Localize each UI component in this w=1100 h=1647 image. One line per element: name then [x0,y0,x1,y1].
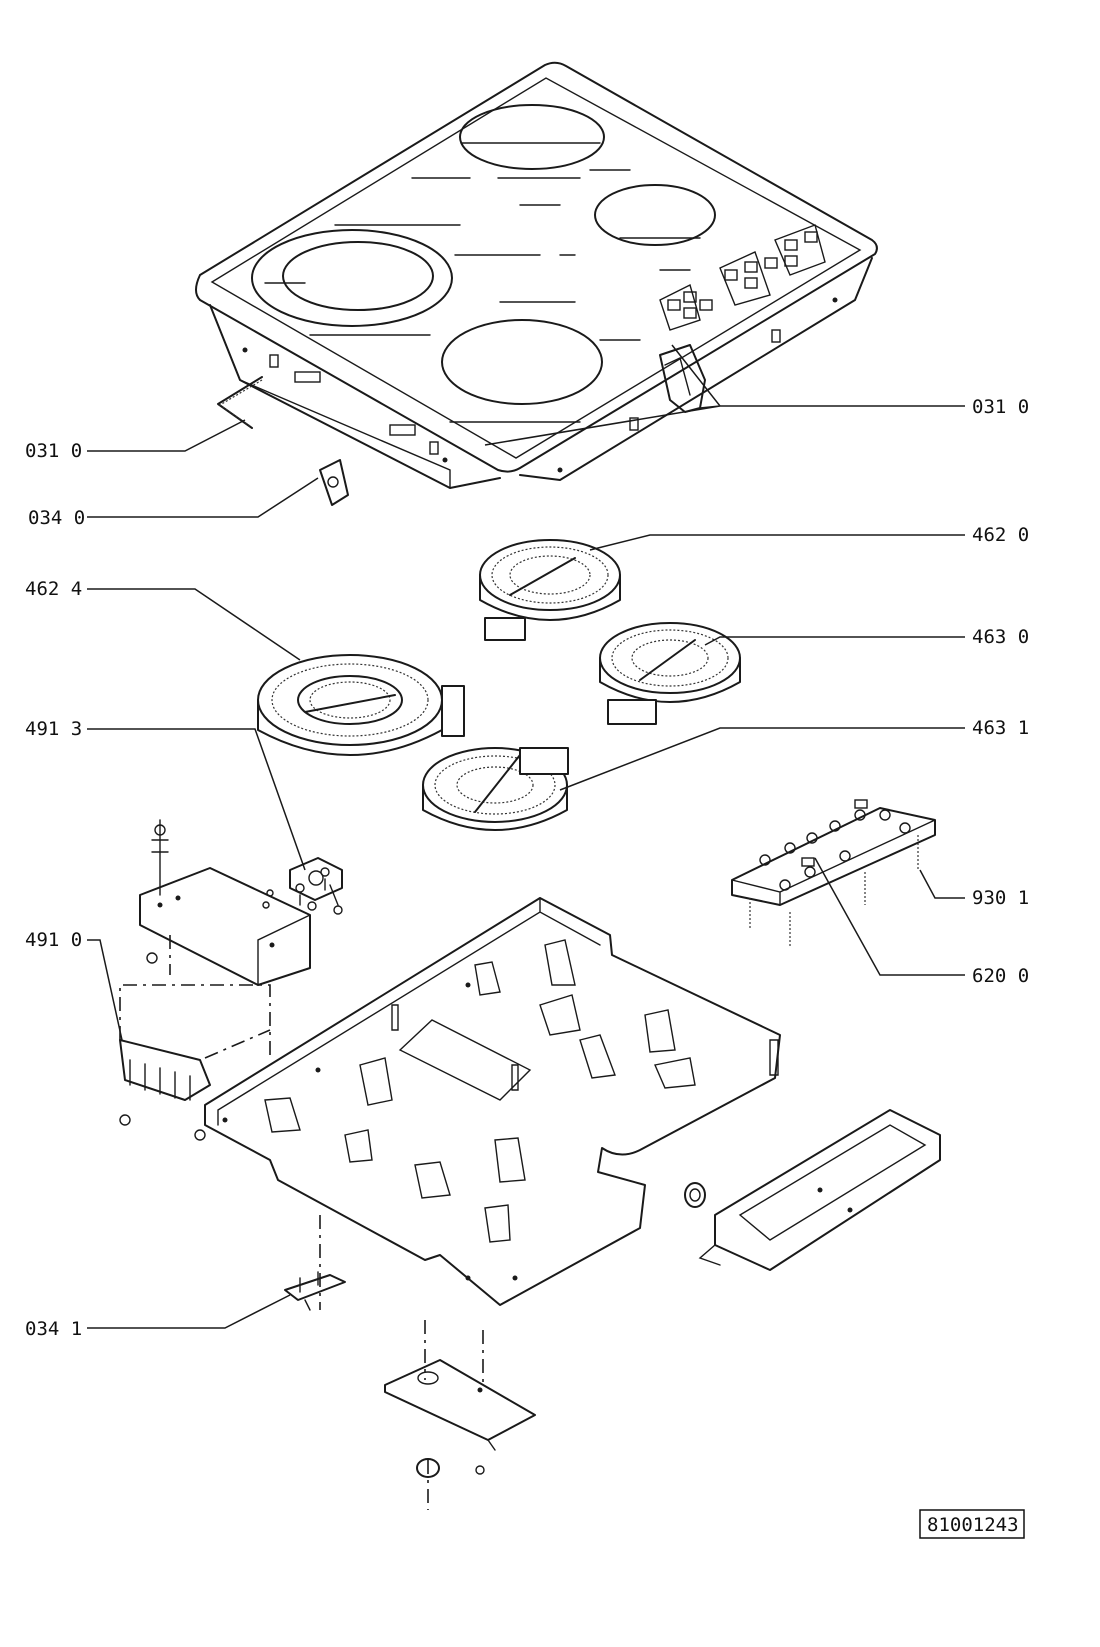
leader-lines [87,344,965,1329]
base-tray [204,897,781,1306]
label-034-1: 034 1 [25,1318,82,1340]
heating-element-462-0 [479,539,621,641]
dashdot-guides [119,935,484,1510]
label-462-4: 462 4 [25,578,82,600]
control-board-620-0 [731,799,936,948]
heating-element-463-0 [599,622,741,725]
label-930-1: 930 1 [972,887,1029,909]
label-463-0: 463 0 [972,626,1029,648]
clip-part-034-1 [284,1271,346,1311]
cable-duct [684,1109,941,1271]
cover-plate [384,1359,536,1478]
label-031-0-left: 031 0 [25,440,82,462]
drawing-number: 81001243 [927,1514,1019,1536]
label-491-3: 491 3 [25,718,82,740]
terminal-block-491-0 [119,1039,211,1141]
label-462-0: 462 0 [972,524,1029,546]
seal-strip-part [217,376,263,429]
terminal-bracket [139,819,311,986]
label-620-0: 620 0 [972,965,1029,987]
label-034-0: 034 0 [28,507,85,529]
label-463-1: 463 1 [972,717,1029,739]
label-031-0-right: 031 0 [972,396,1029,418]
clamp-part-491-3 [289,857,343,915]
heating-element-462-4 [257,654,465,756]
label-491-0: 491 0 [25,929,82,951]
clip-part [319,459,349,506]
heating-element-463-1 [422,747,569,831]
glass-cooktop [195,61,878,489]
screw-set [262,867,339,909]
drawing-number-box [919,1509,1025,1539]
